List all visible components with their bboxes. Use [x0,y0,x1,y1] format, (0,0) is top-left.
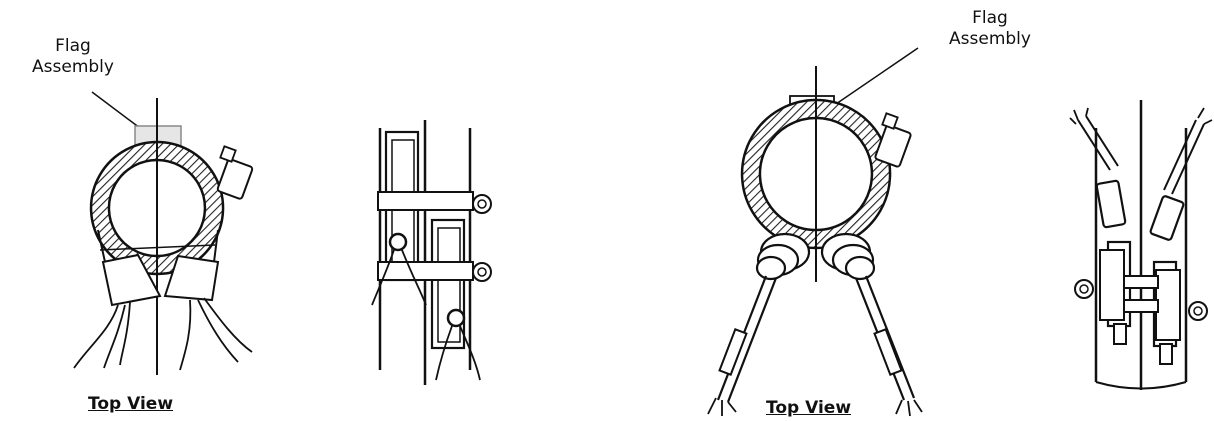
transducer-block-left-1 [101,253,162,307]
flag-leader-line-left [91,91,141,129]
flag-label-line2-left: Assembly [32,57,114,77]
tag-icon-right [874,112,912,168]
pipe-wall-left [89,140,225,276]
top-view-caption-left: Top View [88,394,174,414]
transducer-right-right-view [820,232,876,281]
pipe-wall-right [740,98,892,250]
pipe-top-view-left [73,91,254,375]
flag-assembly-label-right: Flag Assembly [920,8,1060,50]
transducer-lower-left [430,218,466,350]
flag-assembly-label-left: Flag Assembly [18,36,128,78]
strap-lower-left [377,261,474,281]
flag-label-line2-right: Assembly [949,29,1031,49]
strap-upper-left [377,191,474,211]
cable-left-2 [179,299,192,371]
transducer-left-right-view [755,232,811,281]
flag-label-line1-right: Flag [972,8,1008,28]
cable-left-1 [73,304,119,369]
transducer-block-left-2 [163,254,220,302]
flag-leader-line-right [835,47,919,105]
pipe-side-view-right [1069,100,1213,390]
pipe-top-view-right [707,47,923,417]
pipe-side-view-left [371,120,492,385]
top-view-caption-right: Top View [766,398,852,418]
tag-icon-left [216,145,254,200]
flag-label-line1-left: Flag [55,36,91,56]
